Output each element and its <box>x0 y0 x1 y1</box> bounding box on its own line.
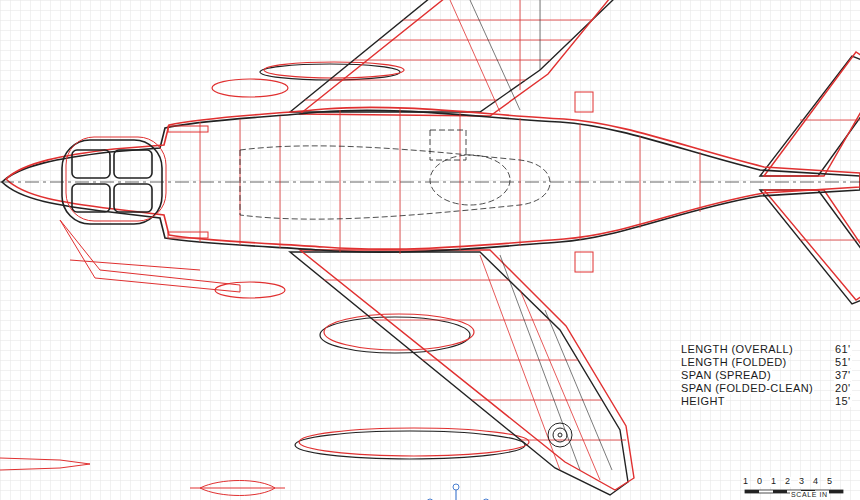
store-outlines <box>0 458 285 496</box>
fuselage-frames <box>200 108 700 254</box>
scale-number: 3 <box>798 477 805 487</box>
scale-caption: SCALE IN <box>790 491 829 499</box>
dimension-value: 15' <box>834 395 852 407</box>
dimension-value: 20' <box>834 382 852 394</box>
dimension-value: 51' <box>834 356 852 368</box>
scale-number: 0 <box>756 477 763 487</box>
scale-number: 4 <box>812 477 819 487</box>
scale-number: 2 <box>784 477 791 487</box>
dimension-name: HEIGHT <box>680 395 726 407</box>
scale-number: 1 <box>770 477 777 487</box>
dimension-name: SPAN (FOLDED-CLEAN) <box>680 382 814 394</box>
selection-handle <box>427 484 489 500</box>
canopy-overlay <box>66 137 166 221</box>
dimension-name: LENGTH (OVERALL) <box>680 343 794 355</box>
scale-number: 5 <box>826 477 833 487</box>
dimension-name: LENGTH (FOLDED) <box>680 356 788 368</box>
refuel-probe <box>60 220 240 292</box>
intake-details <box>168 92 593 272</box>
canopy <box>62 140 162 224</box>
dimension-value: 37' <box>834 369 852 381</box>
internal-outlines <box>240 130 550 219</box>
dimension-name: SPAN (SPREAD) <box>680 369 772 381</box>
scale-number: 1 <box>742 477 749 487</box>
tailplane <box>760 52 860 304</box>
dimension-value: 61' <box>834 343 852 355</box>
drop-tanks <box>212 62 529 459</box>
fuselage <box>0 107 860 252</box>
wheel-well <box>548 423 572 447</box>
